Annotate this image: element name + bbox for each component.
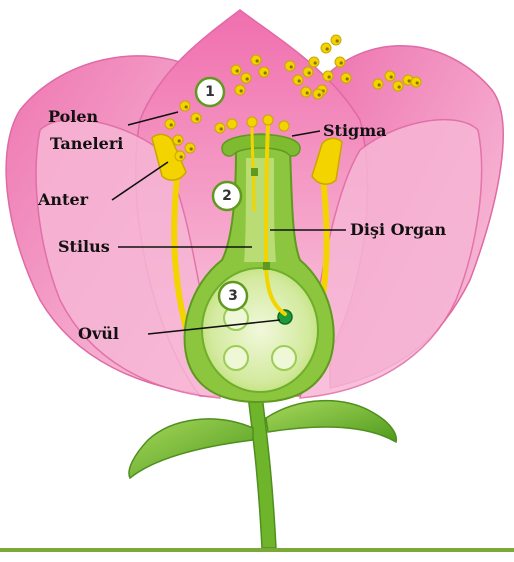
ovule [224, 346, 248, 370]
ovary [202, 268, 318, 392]
pollen-grain-dot [290, 65, 293, 68]
pollen-grain-dot [240, 89, 243, 92]
pollen-grain-dot [308, 71, 311, 74]
pollen-grain-dot [340, 61, 343, 64]
pollen-grain-dot [220, 127, 223, 130]
ground-line [0, 548, 514, 552]
svg-text:1: 1 [205, 84, 215, 100]
ovule [272, 346, 296, 370]
pollen-grain-dot [170, 123, 173, 126]
leaf-right [266, 401, 396, 442]
pollen-grain-dot [185, 105, 188, 108]
label-taneleri: Taneleri [50, 134, 123, 153]
pollen-grain-dot [190, 147, 193, 150]
pollen-grain-dot [416, 81, 419, 84]
pollen-grain-dot [336, 39, 339, 42]
label-stigma: Stigma [323, 121, 387, 140]
label-ovul: Ovül [78, 324, 119, 343]
pollen-grain-dot [390, 75, 393, 78]
step-marker-1: 1 [196, 78, 224, 106]
leaf-left [129, 419, 253, 478]
pollen-grain-dot [346, 77, 349, 80]
svg-text:3: 3 [228, 288, 238, 304]
pollen-grain-dot [180, 155, 183, 158]
pollen-grain-dot [298, 79, 301, 82]
pollen-grain-dot [378, 83, 381, 86]
pollen-grain-dot [196, 117, 199, 120]
pollen-grain-dot [306, 91, 309, 94]
pollen-grain-dot [328, 75, 331, 78]
step-marker-3: 3 [219, 282, 247, 310]
label-stilus: Stilus [58, 237, 110, 256]
pollen-grain-dot [408, 79, 411, 82]
pollen-grain-dot [236, 69, 239, 72]
label-polen: Polen [48, 107, 99, 126]
pollen-grain-dot [398, 85, 401, 88]
step-marker-2: 2 [213, 182, 241, 210]
pollen-grain-dot [314, 61, 317, 64]
pollen-grain-dot [326, 47, 329, 50]
pollen-grain-dot [318, 93, 321, 96]
pollen-grain-dot [264, 71, 267, 74]
pollen-grain-dot [246, 77, 249, 80]
pollen-grain-dot [256, 59, 259, 62]
label-disi-organ: Dişi Organ [350, 220, 447, 239]
label-anter: Anter [37, 190, 89, 209]
svg-text:2: 2 [222, 188, 232, 204]
pollen-grain-dot [178, 139, 181, 142]
